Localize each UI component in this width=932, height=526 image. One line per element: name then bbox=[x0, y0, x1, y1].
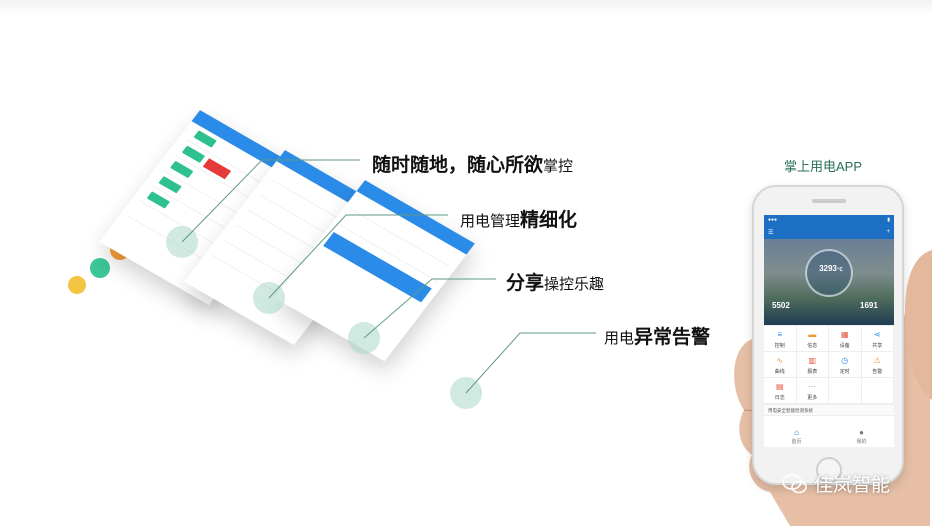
grid-label: 报表 bbox=[807, 369, 818, 375]
signal-icon: ●●● bbox=[768, 217, 778, 223]
hero-value-unit: ℃ bbox=[836, 267, 843, 273]
menu-icon[interactable]: ☰ bbox=[768, 229, 774, 236]
grid-item-report[interactable]: ▥ 报表 bbox=[796, 352, 829, 378]
add-icon[interactable]: + bbox=[886, 229, 890, 235]
grid-item-control[interactable]: ≡ 控制 bbox=[764, 326, 797, 352]
thumb-illustration bbox=[905, 250, 932, 400]
tab-home[interactable]: ⌂ 首页 bbox=[764, 425, 829, 447]
feature-bold-text: 精细化 bbox=[520, 210, 578, 231]
notice-text: 用电安全智能检测系统 bbox=[768, 408, 813, 413]
grid-label: 信息 bbox=[807, 343, 818, 349]
feature-normal-text: 掌控 bbox=[543, 158, 574, 175]
more-icon: ··· bbox=[808, 382, 817, 391]
phone-mockup: ●●● ▮ ☰ + 3293℃ 5502 1691 ≡ 控制 ▬ 信息 ▦ 设备 ⋖ 共… bbox=[752, 185, 904, 485]
app-title: 掌上用电APP bbox=[784, 159, 863, 174]
feature-label-control: 随时随地，随心所欲掌控 bbox=[372, 150, 573, 177]
feature-label-alarm: 用电异常告警 bbox=[604, 322, 710, 349]
stat-left-value: 5502 bbox=[772, 301, 790, 310]
user-icon: ● bbox=[859, 428, 864, 437]
grid-label: 日志 bbox=[774, 395, 785, 401]
top-band bbox=[0, 0, 932, 18]
log-icon: ▤ bbox=[775, 382, 784, 391]
feature-normal-text: 用电管理 bbox=[460, 213, 521, 230]
highlight-circle bbox=[253, 282, 285, 314]
status-bar: ●●● ▮ bbox=[764, 215, 894, 225]
wechat-icon bbox=[782, 473, 807, 493]
home-icon: ⌂ bbox=[794, 428, 799, 437]
grid-label: 更多 bbox=[807, 395, 818, 401]
grid-item-device[interactable]: ▦ 设备 bbox=[829, 326, 862, 352]
tab-profile[interactable]: ● 我的 bbox=[829, 425, 894, 447]
feature-normal-text: 用电 bbox=[604, 330, 635, 347]
tab-label: 首页 bbox=[791, 439, 802, 445]
grid-item-curve[interactable]: ∿ 曲线 bbox=[764, 352, 797, 378]
function-grid: ≡ 控制 ▬ 信息 ▦ 设备 ⋖ 共享 ∿ 曲线 ▥ 报表 ◷ 定时 ⚠ 告警 ▤ 日志 ··· 更… bbox=[764, 325, 894, 404]
feature-normal-text: 操控乐趣 bbox=[544, 276, 605, 293]
feature-bold-text: 随时随地，随心所欲 bbox=[372, 155, 544, 176]
hero-banner: 3293℃ 5502 1691 bbox=[764, 239, 894, 325]
clock-icon: ◷ bbox=[841, 356, 849, 365]
battery-icon: ▮ bbox=[887, 217, 890, 223]
stat-right-value: 1691 bbox=[860, 301, 878, 310]
grid-item-more[interactable]: ··· 更多 bbox=[796, 378, 829, 404]
grid-label: 共享 bbox=[872, 343, 883, 349]
grid-label: 设备 bbox=[839, 343, 850, 349]
home-button[interactable] bbox=[816, 457, 842, 483]
watermark: 佳岚智能 bbox=[782, 470, 890, 497]
grid-label: 曲线 bbox=[774, 369, 785, 375]
tab-bar: ⌂ 首页 ● 我的 bbox=[764, 425, 894, 447]
green-button[interactable] bbox=[146, 191, 171, 209]
grid-label: 控制 bbox=[774, 343, 785, 349]
watermark-text: 佳岚智能 bbox=[814, 475, 891, 496]
phone-speaker bbox=[812, 199, 846, 203]
stat-right: 1691 bbox=[860, 301, 878, 310]
device-grid-icon: ▦ bbox=[840, 330, 849, 339]
app-navbar: ☰ + bbox=[764, 225, 894, 239]
grid-item-log[interactable]: ▤ 日志 bbox=[764, 378, 797, 404]
hero-value: 3293℃ bbox=[807, 264, 855, 273]
stat-left: 5502 bbox=[772, 301, 790, 310]
grid-item-timer[interactable]: ◷ 定时 bbox=[829, 352, 862, 378]
folder-icon: ▬ bbox=[808, 330, 817, 339]
highlight-circle bbox=[348, 322, 380, 354]
feature-label-share: 分享操控乐趣 bbox=[506, 268, 604, 295]
feature-bold-text: 分享 bbox=[506, 273, 545, 294]
grid-item-info[interactable]: ▬ 信息 bbox=[796, 326, 829, 352]
green-button[interactable] bbox=[181, 145, 206, 163]
grid-item-share[interactable]: ⋖ 共享 bbox=[861, 326, 894, 352]
grid-item-empty bbox=[829, 378, 862, 404]
green-button[interactable] bbox=[193, 130, 217, 148]
grid-label: 定时 bbox=[839, 369, 850, 375]
energy-ring: 3293℃ bbox=[805, 249, 853, 297]
phone-screen: ●●● ▮ ☰ + 3293℃ 5502 1691 ≡ 控制 ▬ 信息 ▦ 设备 ⋖ 共… bbox=[764, 215, 894, 447]
sliders-icon: ≡ bbox=[777, 330, 783, 339]
bar-chart-icon: ▥ bbox=[808, 356, 817, 365]
feature-bold-text: 异常告警 bbox=[634, 327, 711, 348]
line-chart-icon: ∿ bbox=[776, 356, 784, 365]
warning-icon: ⚠ bbox=[873, 356, 881, 365]
share-icon: ⋖ bbox=[873, 330, 881, 339]
highlight-circle bbox=[166, 226, 198, 258]
feature-label-management: 用电管理精细化 bbox=[460, 205, 577, 232]
green-button[interactable] bbox=[158, 176, 182, 194]
green-circle-icon bbox=[90, 258, 110, 278]
tab-label: 我的 bbox=[856, 439, 867, 445]
green-button[interactable] bbox=[170, 160, 194, 179]
yellow-circle-icon bbox=[68, 276, 86, 294]
grid-item-empty bbox=[861, 378, 894, 404]
highlight-circle bbox=[450, 377, 482, 409]
notice-bar[interactable]: 用电安全智能检测系统 bbox=[764, 404, 894, 416]
hero-value-number: 3293 bbox=[819, 264, 837, 273]
grid-item-alarm[interactable]: ⚠ 告警 bbox=[861, 352, 894, 378]
grid-label: 告警 bbox=[872, 369, 883, 375]
